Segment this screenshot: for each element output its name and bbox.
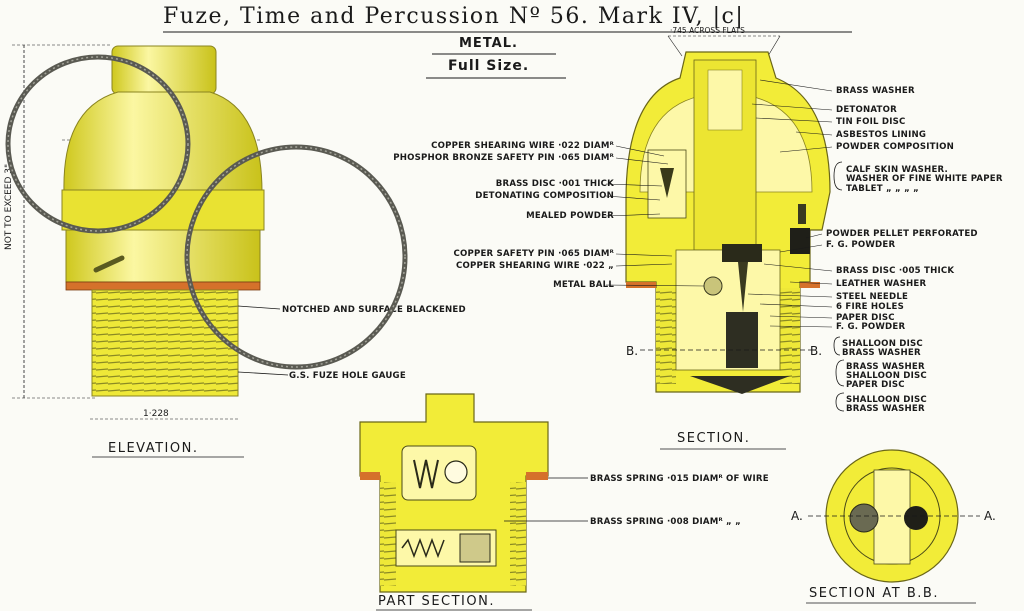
powder-pellet: [790, 228, 810, 254]
thread-width-dimension: 1·228: [143, 409, 169, 419]
brass-spring-008: [401, 537, 445, 559]
lower-spring-chamber: [395, 529, 497, 567]
section-copper-band-right: [800, 282, 820, 288]
notched-note: NOTCHED AND SURFACE BLACKENED: [282, 305, 466, 315]
section-right-label: PAPER DISC: [846, 380, 905, 390]
section-right-label: BRASS WASHER: [846, 362, 925, 372]
ring-letter-p: P: [154, 240, 168, 264]
section-right-label: CALF SKIN WASHER.: [846, 165, 948, 175]
section-right-label: DETONATOR: [836, 105, 897, 115]
fuze-top-nut: [111, 45, 217, 95]
part-section-view: [359, 393, 588, 611]
spring-008-label: BRASS SPRING ·008 DIAMᴿ „ „: [590, 517, 741, 527]
inner-bore: [675, 249, 781, 371]
section-left-label: COPPER SHEARING WIRE ·022 „: [455, 261, 614, 271]
bottom-cone: [690, 376, 790, 394]
section-bb-view: [806, 449, 980, 604]
section-right-label: POWDER COMPOSITION: [836, 142, 955, 152]
section-right-label: BRASS WASHER: [846, 404, 925, 414]
section-left-label: BRASS DISC ·001 THICK: [495, 179, 614, 189]
magazine-column: [726, 312, 758, 368]
section-right-label: SHALLOON DISC: [846, 371, 927, 381]
section-bb-slot: [873, 469, 911, 565]
section-right-label: SHALLOON DISC: [842, 339, 923, 349]
section-bb-disc: [825, 449, 959, 583]
height-dimension-label: NOT TO EXCEED 3": [4, 163, 14, 250]
section-right-label: BRASS WASHER: [836, 86, 915, 96]
safety-pin: [93, 255, 125, 273]
upper-spring-chamber: [401, 445, 477, 501]
section-right-label: WASHER OF FINE WHITE PAPER: [846, 174, 1003, 184]
section-right-label: ASBESTOS LINING: [836, 130, 927, 140]
section-right-label: PAPER DISC: [836, 313, 895, 323]
section-copper-band-left: [626, 282, 656, 288]
ring-graduations: V T 18 17 16 15 1: [88, 197, 206, 212]
central-column: [693, 59, 757, 251]
plunger-head: [722, 244, 762, 262]
section-right-label: F. G. POWDER: [836, 322, 906, 332]
metal-ball: [703, 276, 723, 296]
section-caption: SECTION.: [677, 431, 751, 446]
elevation-caption: ELEVATION.: [108, 441, 199, 456]
section-a-marker-right: A.: [984, 509, 996, 523]
cap-width-dimension: 1·69: [141, 126, 162, 136]
section-cap-cavity: [639, 95, 813, 193]
section-right-label: LEATHER WASHER: [836, 279, 927, 289]
detonator-cone: [660, 168, 674, 198]
section-left-label: PHOSPHOR BRONZE SAFETY PIN ·065 DIAMᴿ: [393, 153, 614, 163]
section-marker-left: B.: [626, 344, 639, 358]
across-flats-dimension: ·745 ACROSS FLATS: [670, 26, 745, 35]
section-right-label: STEEL NEEDLE: [836, 292, 909, 302]
elevation-view: [5, 44, 408, 420]
section-outer-body: [625, 51, 831, 393]
detonating-chamber: [647, 149, 687, 219]
pull-ring-right: [184, 144, 408, 370]
section-bb-caption: SECTION AT B.B.: [809, 586, 939, 601]
scale-subtitle: Full Size.: [448, 58, 530, 74]
material-subtitle: METAL.: [459, 36, 518, 51]
section-right-label: SHALLOON DISC: [846, 395, 927, 405]
section-a-marker-left: A.: [791, 509, 803, 523]
section-left-label: COPPER SAFETY PIN ·065 DIAMᴿ: [453, 249, 614, 259]
part-section-caption: PART SECTION.: [378, 594, 495, 609]
section-right-label: BRASS WASHER: [842, 348, 921, 358]
section-right-label: F. G. POWDER: [826, 240, 896, 250]
section-right-label: POWDER PELLET PERFORATED: [826, 229, 978, 239]
brass-spring-015: [413, 459, 439, 489]
fuze-dome: [63, 91, 263, 193]
section-right-label: 6 FIRE HOLES: [836, 302, 904, 312]
section-left-label: COPPER SHEARING WIRE ·022 DIAMᴿ: [431, 141, 614, 151]
section-right-label: TIN FOIL DISC: [836, 117, 906, 127]
section-right-label: TABLET „ „ „ „: [846, 184, 919, 194]
section-left-label: METAL BALL: [553, 280, 614, 290]
section-left-label: MEALED POWDER: [526, 211, 614, 221]
section-right-label: BRASS DISC ·005 THICK: [836, 266, 955, 276]
part-section-body: [359, 393, 549, 593]
section-view: [605, 35, 845, 450]
thread-body: [91, 289, 239, 397]
steel-needle: [738, 262, 748, 312]
copper-band: [65, 281, 261, 291]
section-left-label: DETONATING COMPOSITION: [475, 191, 614, 201]
spring-015-label: BRASS SPRING ·015 DIAMᴿ OF WIRE: [590, 474, 769, 484]
drawing-title: Fuze, Time and Percussion Nº 56. Mark IV…: [163, 4, 745, 29]
section-marker-right: B.: [810, 344, 823, 358]
gauge-note: G.S. FUZE HOLE GAUGE: [289, 371, 406, 381]
